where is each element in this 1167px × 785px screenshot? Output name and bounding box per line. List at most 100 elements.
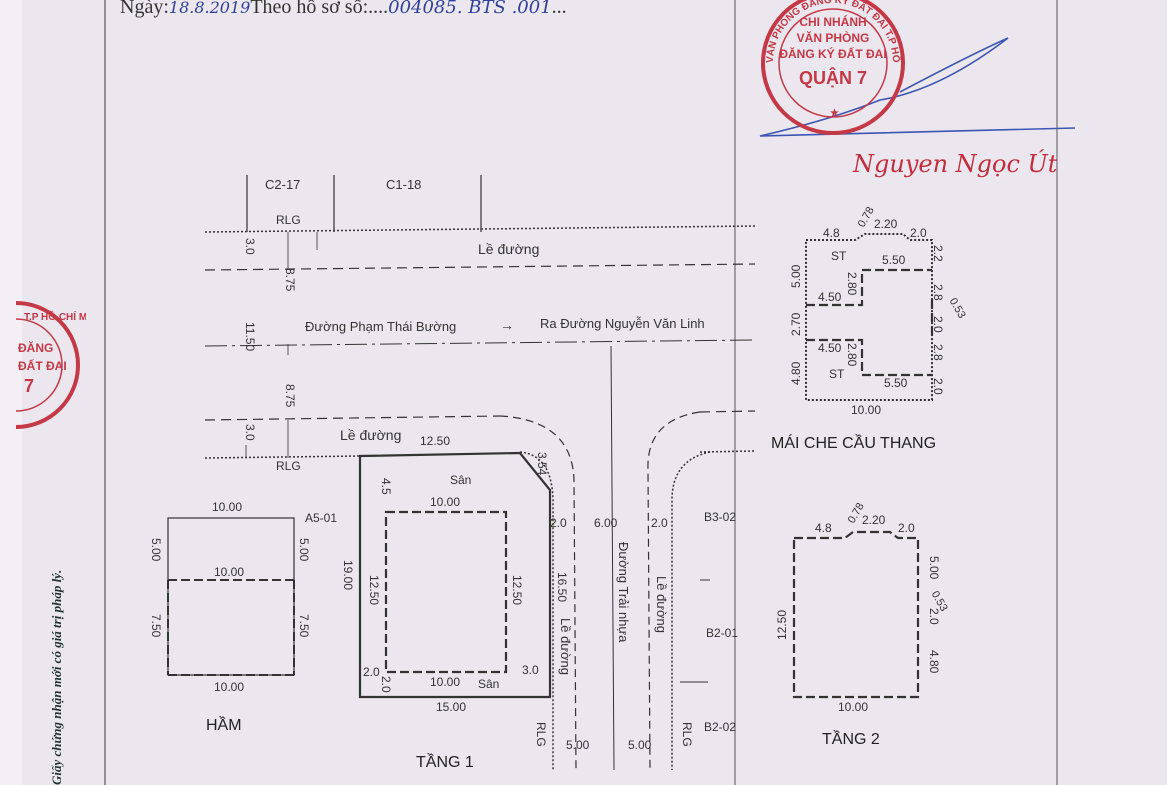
t1-san-bot: Sân — [478, 677, 500, 691]
roof-r28: 2.8 — [931, 284, 945, 301]
dim-875-top: 8.75 — [283, 268, 297, 292]
rlg-b: RLG — [680, 722, 694, 747]
t1-d2-left: 2.0 — [363, 665, 380, 679]
office-seal: VĂN PHÒNG ĐĂNG KÝ ĐẤT ĐAI T.P HỒ CHÍ MIN… — [748, 0, 905, 135]
lot-b3-02: B3-02 — [704, 510, 737, 524]
t2-left: 12.50 — [775, 609, 789, 640]
lot-b2-02: B2-02 — [704, 720, 737, 734]
t1-top: 12.50 — [420, 434, 451, 448]
dim-875-bot: 8.75 — [283, 384, 297, 408]
roof-st2: ST — [829, 367, 845, 381]
road-trai-nhua: Đường Trải nhựa — [616, 542, 631, 643]
ham-w-top: 10.00 — [212, 500, 243, 514]
ham-h1-left: 5.00 — [149, 538, 163, 562]
dim-5b: 5.00 — [628, 738, 652, 752]
roof-d450a: 4.50 — [818, 290, 842, 304]
dots-leader: .... — [368, 0, 389, 18]
le-duong-v1: Lề đường — [558, 618, 573, 675]
t1-inner-left: 12.50 — [367, 575, 381, 606]
lot-c1-18: C1-18 — [386, 177, 422, 192]
t2-t220: 2.20 — [862, 513, 886, 527]
dots-trail: ... — [551, 0, 567, 18]
roof-st1: ST — [831, 249, 847, 263]
street-to: Ra Đường Nguyễn Văn Linh — [540, 316, 705, 331]
left-seal-text-2: ĐẤT ĐAI — [18, 358, 67, 373]
t1-height: 19.00 — [341, 560, 355, 591]
rlg-bottom: RLG — [276, 459, 301, 473]
tang2-title: TẦNG 2 — [822, 731, 880, 748]
rlg-a: RLG — [534, 722, 548, 747]
roof-l500: 5.00 — [789, 264, 803, 288]
signer-name: Nguyen Ngọc Út — [853, 150, 1058, 178]
t1-inner-right: 12.50 — [510, 575, 524, 606]
lot-a5-01: A5-01 — [305, 511, 338, 525]
seal-star-icon: ★ — [830, 108, 839, 119]
t1-chamfer: 3.54 — [535, 452, 549, 476]
t1-right-full: 16.50 — [555, 572, 569, 603]
ham-w-bot: 10.00 — [214, 680, 245, 694]
roof-d550b: 5.50 — [884, 376, 908, 390]
roof-title: MÁI CHE CẦU THANG — [771, 435, 937, 452]
lot-c2-17: C2-17 — [265, 177, 301, 192]
roof-d450b: 4.50 — [818, 341, 842, 355]
le-duong-bottom: Lề đường — [340, 427, 402, 443]
t2-t20: 2.0 — [898, 521, 915, 535]
rlg-top: RLG — [276, 213, 301, 227]
dim-3-top: 3.0 — [243, 238, 257, 255]
ngay-label: Ngày: — [120, 0, 169, 18]
roof-d280b: 2.80 — [845, 343, 859, 367]
dim-2b: 2.0 — [651, 516, 668, 530]
lot-b2-01: B2-01 — [706, 626, 739, 640]
t2-bottom: 10.00 — [838, 700, 869, 714]
seal-line-3: ĐĂNG KÝ ĐẤT ĐAI — [779, 46, 886, 61]
t1-d45: 4.5 — [379, 478, 393, 495]
t1-san-top: Sân — [450, 473, 472, 487]
roof-t48: 4.8 — [823, 226, 840, 240]
t1-d2-bot: 2.0 — [379, 676, 393, 693]
ham-h2-right: 7.50 — [297, 614, 311, 638]
seal-line-4: QUẬN 7 — [799, 67, 867, 88]
t2-t48: 4.8 — [815, 521, 832, 535]
roof-d550a: 5.50 — [882, 253, 906, 267]
ho-so-value: 004085. BTS .001 — [388, 0, 552, 18]
left-margin-strip — [0, 0, 22, 785]
roof-t20: 2.0 — [910, 226, 927, 240]
left-partial-seal: T.P HỒ CHÍ MINH ĐĂNG ĐẤT ĐAI 7 — [16, 301, 86, 429]
seal-line-1: CHI NHÁNH — [799, 14, 866, 29]
ham-h2-left: 7.50 — [149, 614, 163, 638]
ngay-value: 18.8.2019 — [168, 0, 251, 17]
dim-1150: 11.50 — [243, 322, 257, 352]
ham-title: HẦM — [206, 717, 242, 734]
roof-r22: 2.2 — [931, 245, 945, 262]
roof-bottom: 10.00 — [851, 403, 882, 417]
roof-d280a: 2.80 — [845, 272, 859, 296]
dim-5a: 5.00 — [566, 738, 590, 752]
t2-r20: 2.0 — [927, 608, 941, 625]
le-duong-top: Lề đường — [478, 241, 540, 257]
left-seal-text-1: ĐĂNG — [18, 340, 53, 355]
le-duong-v2: Lề đường — [654, 576, 669, 633]
t1-bottom: 15.00 — [436, 700, 467, 714]
t1-inner-bot: 10.00 — [430, 675, 461, 689]
street-arrow: → — [500, 317, 514, 333]
left-seal-ring: T.P HỒ CHÍ MINH — [24, 310, 86, 323]
left-seal-text-3: 7 — [24, 376, 34, 396]
roof-r20a: 2.0 — [931, 316, 945, 333]
roof-l270: 2.70 — [789, 312, 803, 336]
roof-t220: 2.20 — [874, 217, 898, 231]
t2-r500: 5.00 — [927, 556, 941, 580]
header-line: Ngày:18.8.2019Theo hồ sơ số:....004085. … — [120, 0, 567, 19]
tang1-title: TẦNG 1 — [416, 754, 474, 771]
dim-2a: 2.0 — [550, 516, 567, 530]
roof-r20b: 2.0 — [931, 378, 945, 395]
ham-h1-right: 5.00 — [297, 538, 311, 562]
t2-r480: 4.80 — [927, 650, 941, 674]
dim-6: 6.00 — [594, 516, 618, 530]
t1-inner-top: 10.00 — [430, 495, 461, 509]
ham-w-mid: 10.00 — [214, 565, 245, 579]
t1-d3: 3.0 — [522, 663, 539, 677]
legal-note: Giấy chứng nhận mới có giá trị pháp lý. — [49, 569, 64, 785]
theo-ho-so-label: Theo hồ sơ số: — [250, 0, 369, 18]
